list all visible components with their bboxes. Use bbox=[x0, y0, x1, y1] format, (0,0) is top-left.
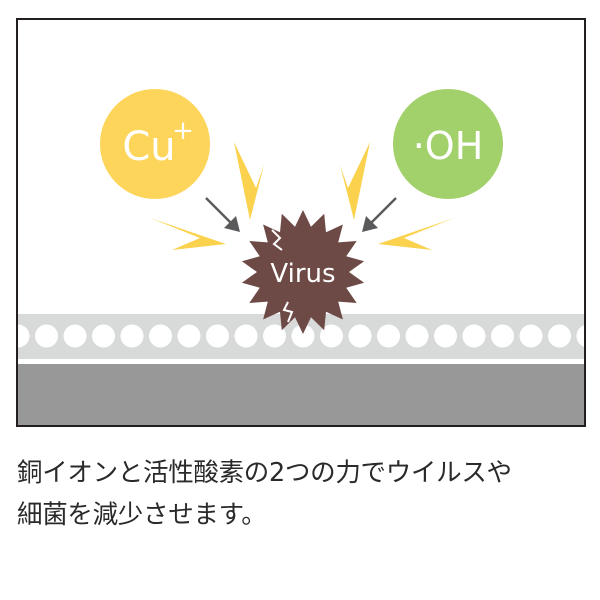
coating-pore bbox=[405, 324, 429, 348]
flash-left-bottom-icon bbox=[150, 218, 226, 250]
flash-left-top-icon bbox=[234, 142, 264, 220]
copper-ion-charge: + bbox=[172, 116, 194, 146]
attack-arrows bbox=[205, 197, 397, 232]
coating-pore bbox=[548, 324, 571, 348]
coating-pore bbox=[206, 324, 229, 348]
virus-body bbox=[241, 210, 365, 334]
coating-pore bbox=[149, 324, 172, 348]
svg-text:Cu: Cu bbox=[122, 124, 175, 170]
coating-pore bbox=[576, 325, 584, 347]
copper-ion-label: Cu bbox=[122, 124, 175, 170]
caption-line-1: 銅イオンと活性酸素の2つの力でウイルスや bbox=[17, 458, 512, 488]
virus-label: Virus bbox=[270, 259, 335, 289]
coating-pore bbox=[263, 324, 286, 348]
diagram-frame: Cu + ·OH Virus bbox=[16, 18, 586, 427]
hydroxyl-radical-label: ·OH bbox=[413, 124, 484, 168]
arrow-from-hydroxyl-icon bbox=[362, 197, 397, 232]
coating-pores bbox=[18, 324, 584, 348]
coating-pore bbox=[92, 324, 115, 348]
coating-pore bbox=[234, 324, 258, 348]
coating-pore bbox=[291, 324, 315, 348]
coating-pore bbox=[120, 324, 144, 348]
coating-pore bbox=[377, 324, 400, 348]
virus: Virus bbox=[241, 210, 371, 334]
flash-right-bottom-icon bbox=[378, 218, 454, 250]
coating-pore bbox=[434, 324, 457, 348]
coating-pore bbox=[320, 324, 343, 348]
substrate-layer bbox=[18, 364, 584, 425]
flash-right-top-icon bbox=[340, 142, 370, 220]
coating-pore bbox=[63, 324, 87, 348]
diagram-canvas: Cu + ·OH Virus bbox=[18, 89, 584, 425]
virus-cracks bbox=[271, 229, 371, 323]
caption: 銅イオンと活性酸素の2つの力でウイルスや 細菌を減少させます。 bbox=[17, 452, 587, 536]
coating-pore bbox=[519, 324, 543, 348]
coating-pore bbox=[35, 324, 58, 348]
caption-line-2: 細菌を減少させます。 bbox=[17, 500, 267, 530]
copper-ion-particle: Cu + bbox=[100, 89, 210, 199]
hydroxyl-radical-particle: ·OH bbox=[393, 89, 503, 199]
arrow-from-copper-icon bbox=[205, 197, 240, 232]
coating-pore bbox=[491, 324, 514, 348]
coating-pore bbox=[177, 324, 201, 348]
coating-pore bbox=[348, 324, 372, 348]
coating-pore bbox=[18, 324, 30, 348]
impact-flashes bbox=[150, 142, 454, 250]
coating-pore bbox=[462, 324, 486, 348]
